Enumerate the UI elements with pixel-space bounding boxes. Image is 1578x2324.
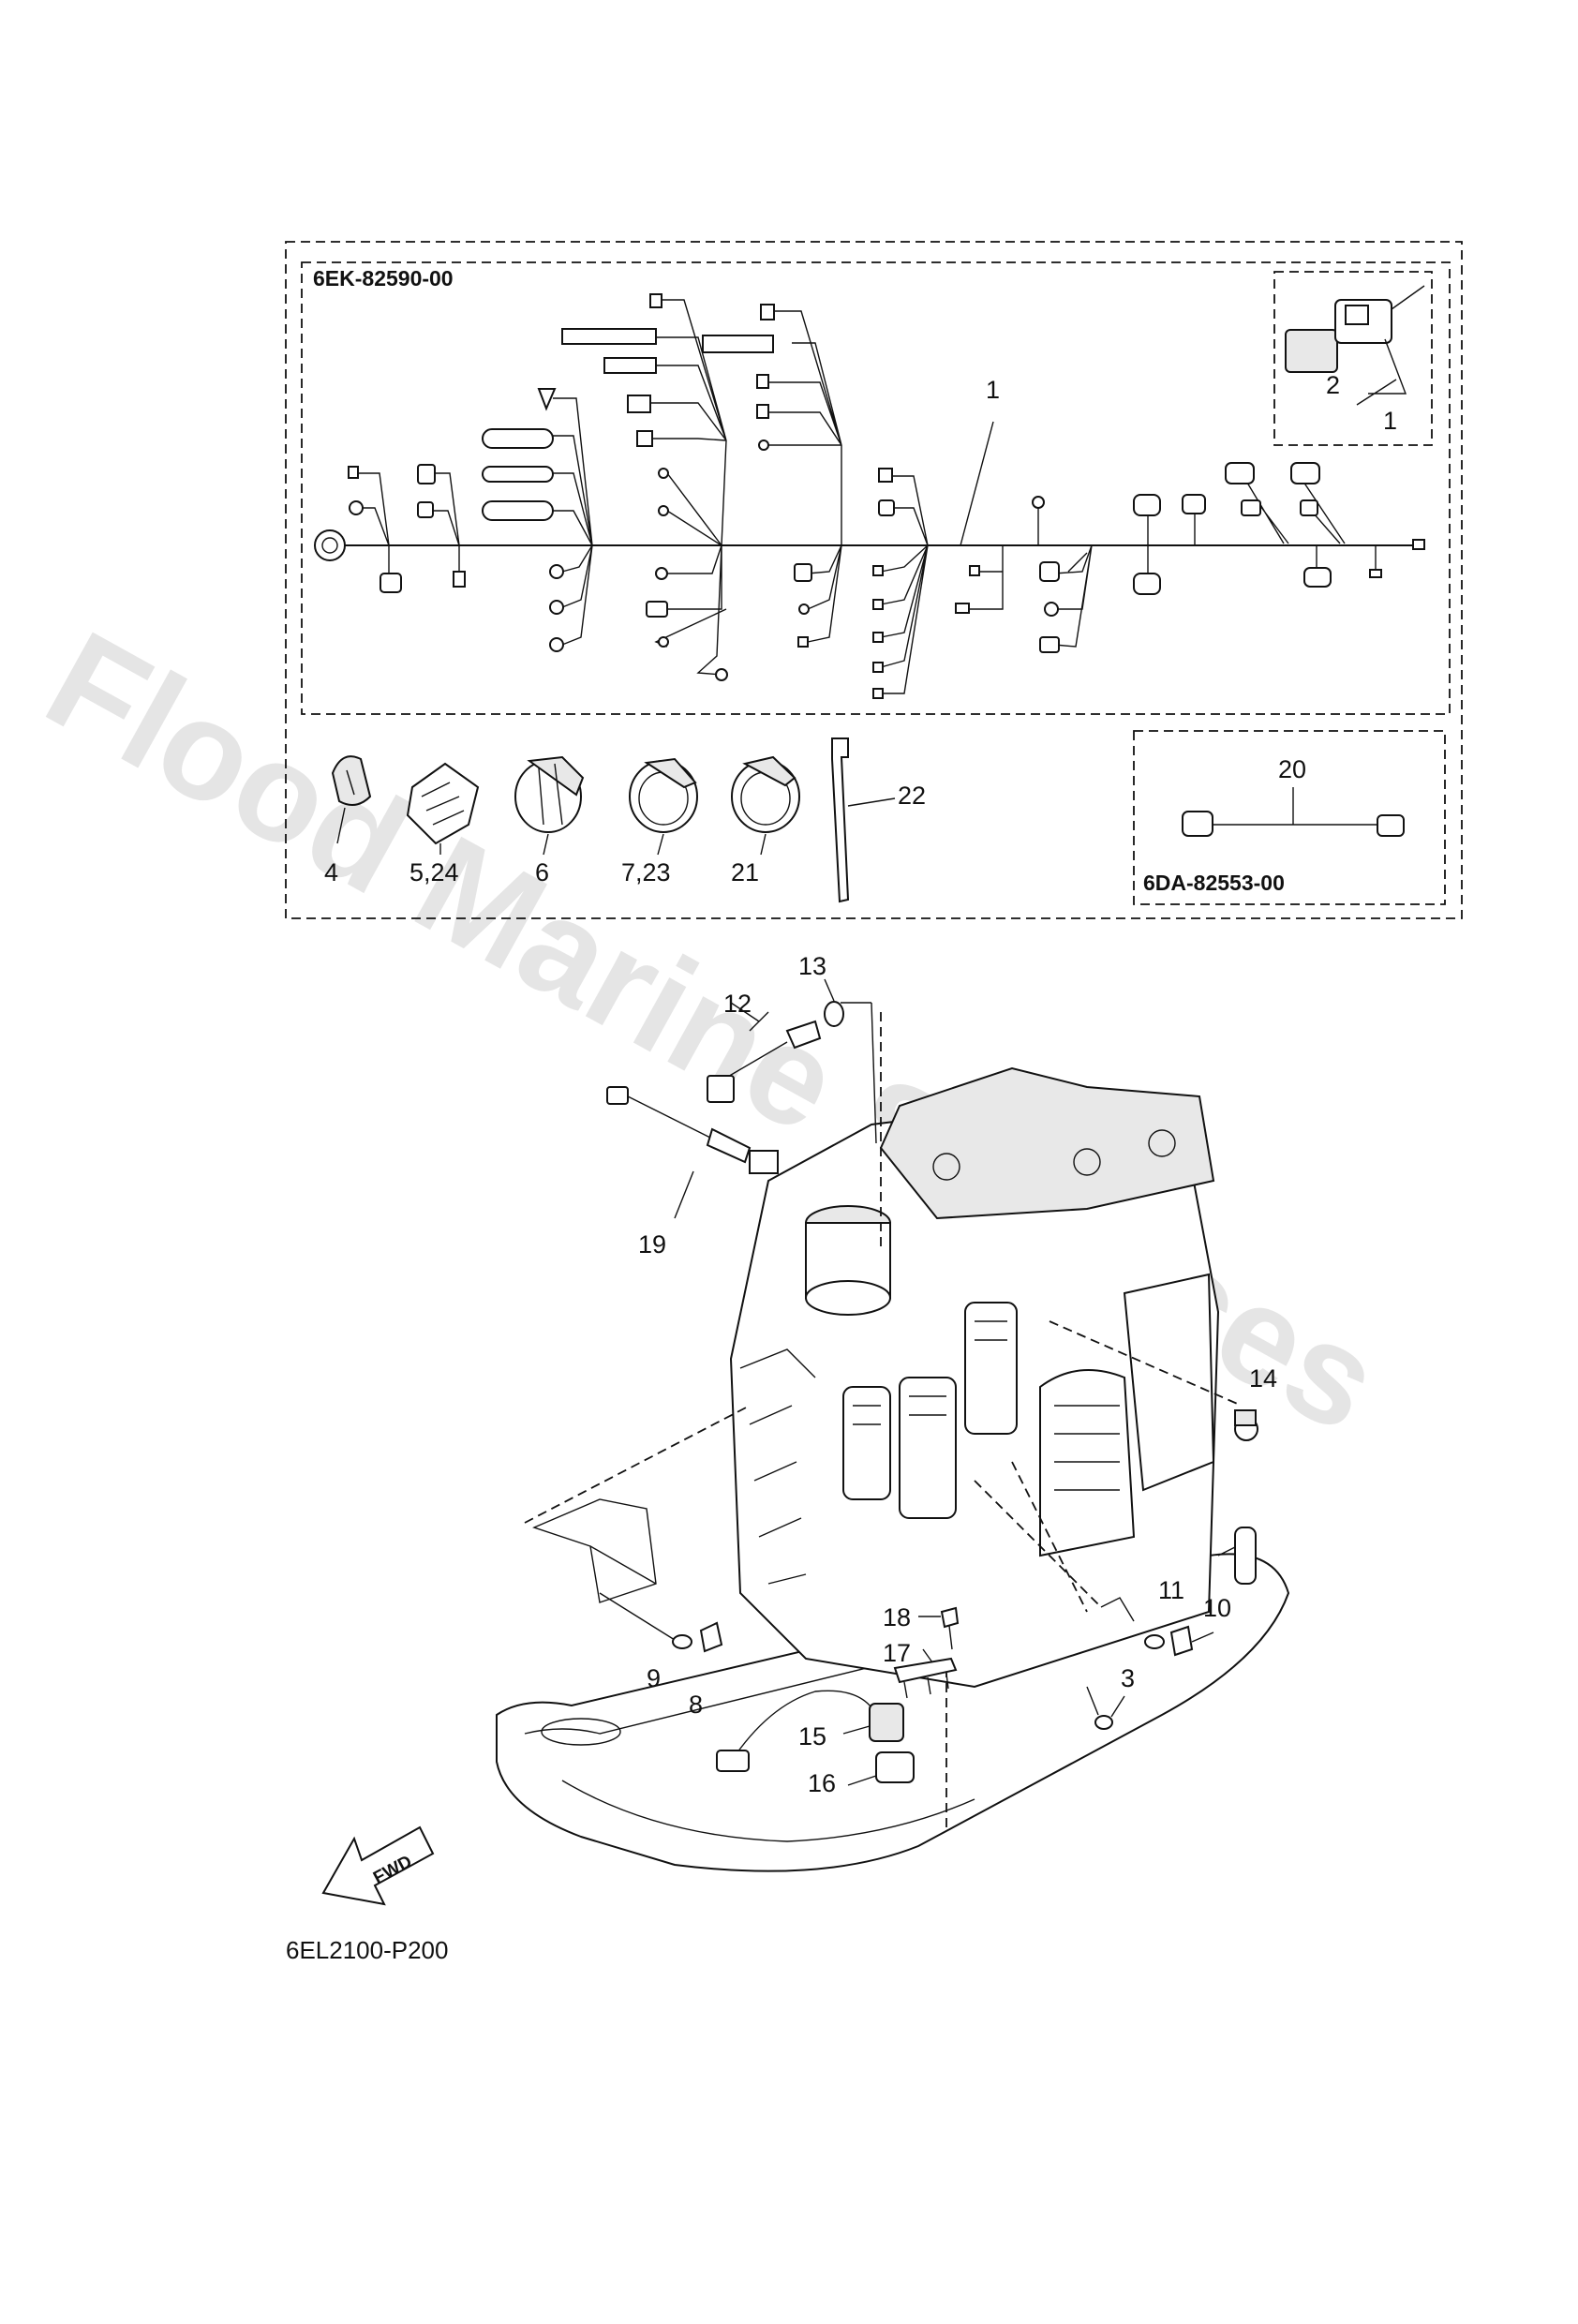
callout-20: 20: [1278, 755, 1306, 783]
callout-15: 15: [798, 1722, 826, 1750]
screw-3: [1086, 1686, 1125, 1730]
harness-kit-frame: [285, 241, 1463, 919]
grommet-16: [847, 1751, 915, 1786]
cable-tie-22: [831, 737, 896, 903]
callout-9: 9: [647, 1664, 661, 1692]
figure-code: 6EL2100-P200: [286, 1936, 448, 1964]
sensor-19: [606, 1086, 779, 1219]
callout-4: 4: [324, 858, 338, 886]
bracket-8-9: [532, 1498, 723, 1653]
callout-3: 3: [1121, 1664, 1135, 1692]
callout-8: 8: [689, 1691, 703, 1719]
sensor-12: [707, 1001, 877, 1144]
clamp-6: [514, 755, 585, 833]
sensor-14: [1049, 1320, 1258, 1441]
clamp-21: [731, 755, 800, 833]
clamp-4: [331, 755, 372, 806]
callout-14: 14: [1249, 1364, 1277, 1393]
callout-1b: 1: [1383, 407, 1397, 435]
callout-2: 2: [1326, 371, 1340, 399]
harness-15: [716, 1690, 904, 1772]
bolt-18: [918, 1606, 960, 1650]
callout-16: 16: [808, 1769, 836, 1797]
callout-13: 13: [798, 952, 826, 980]
callout-12: 12: [723, 990, 752, 1018]
clamp-5-24: [406, 762, 480, 845]
harness-kit-code: 6EK-82590-00: [313, 266, 454, 290]
callout-5-24: 5,24: [409, 858, 459, 886]
callout-7-23: 7,23: [621, 858, 671, 886]
wire-harness: [314, 285, 1425, 699]
clamp-7-23: [629, 757, 698, 833]
callout-6: 6: [535, 858, 549, 886]
callout-18: 18: [883, 1603, 911, 1631]
sub-harness-kit-code: 6DA-82553-00: [1143, 871, 1285, 895]
callout-11: 11: [1158, 1576, 1184, 1604]
callout-1: 1: [986, 376, 1000, 404]
bracket-17: [893, 1648, 958, 1699]
engine-assembly: [496, 1012, 1290, 1872]
fwd-arrow-icon: FWD: [321, 1825, 435, 1906]
sub-harness-20: [1182, 787, 1405, 837]
callout-21: 21: [731, 858, 759, 886]
callout-17: 17: [883, 1639, 911, 1667]
bolt-10-washer-11: [974, 1480, 1214, 1657]
callout-19: 19: [638, 1230, 666, 1259]
callout-10: 10: [1203, 1594, 1231, 1622]
callout-22: 22: [898, 782, 926, 810]
